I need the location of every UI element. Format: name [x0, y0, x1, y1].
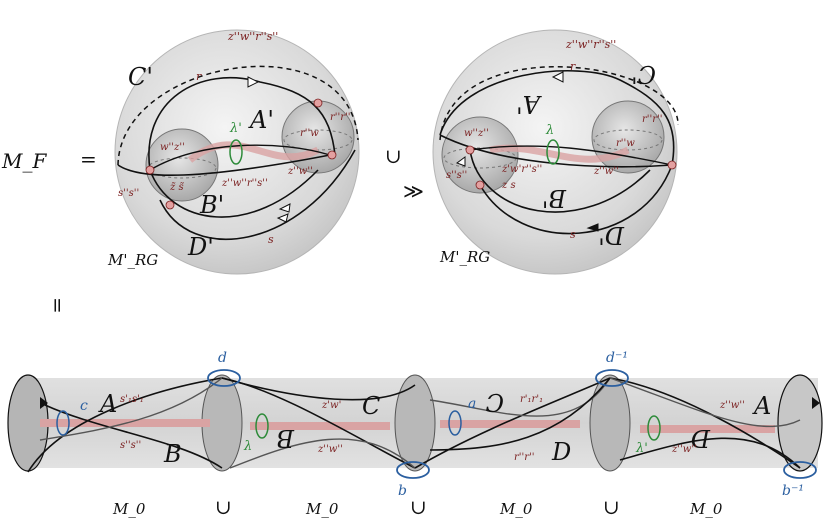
bottom-curve-b1: B: [163, 440, 182, 468]
union-bottom-2: ∪: [410, 495, 427, 519]
union-top: ∪: [385, 144, 402, 168]
left-curve-a: A': [248, 106, 274, 134]
right-lambda-label: λ: [545, 123, 554, 138]
right-rw-label: r''w: [616, 138, 635, 149]
left-mid-label: z''w''r''s'': [221, 178, 268, 189]
bottom-curve-c2: C: [486, 388, 504, 416]
right-curve-b: B': [542, 184, 567, 212]
left-zw-label: z''w'': [287, 166, 313, 177]
left-top-arc-label: z''w''r''s'': [227, 30, 278, 43]
approx-sign: ≫: [403, 179, 424, 203]
right-s-label: s: [570, 228, 576, 241]
blue-dinv-label: d⁻¹: [606, 350, 628, 366]
right-r-label: r: [570, 60, 576, 73]
bottom-rr2-label: r''r'': [514, 452, 535, 463]
right-ball: [432, 29, 679, 275]
left-ball: [114, 29, 360, 275]
left-curve-c: C': [128, 63, 153, 91]
right-ball-label: M'_RG: [439, 248, 490, 266]
bottom-curve-c1: C: [362, 392, 380, 420]
left-lambda-label: λ': [229, 121, 242, 136]
bottom-tube: [7, 369, 823, 479]
mf-label: M_F: [1, 149, 47, 173]
left-curve-b: B': [199, 191, 224, 219]
m0-label-3: M_0: [499, 500, 533, 518]
right-curve-a: A': [516, 90, 542, 118]
vertical-equals: =: [46, 297, 70, 314]
bottom-curve-a2: A: [752, 392, 771, 420]
bottom-zw2-label: z''w'': [317, 444, 343, 455]
bottom-zw3-label: z''w'': [719, 400, 745, 411]
union-bottom-1: ∪: [215, 495, 232, 519]
bottom-curve-d2: D: [691, 424, 711, 452]
left-wz-label: w''z'': [160, 142, 185, 153]
left-r-label: r: [196, 70, 202, 83]
bottom-ss1-label: s'₁s'₁: [120, 394, 144, 405]
equals-sign: =: [80, 147, 97, 171]
right-zw-label: z''w'': [593, 166, 619, 177]
blue-a-label: a: [468, 396, 476, 412]
bottom-lambda-label: λ: [243, 439, 252, 454]
bottom-zw4-label: z''w'': [671, 444, 697, 455]
bottom-curve-d1: D: [551, 438, 571, 466]
blue-b-label: b: [398, 483, 407, 499]
bottom-rr1-label: r'₁r'₁: [520, 394, 543, 405]
left-rr-label: r''r'': [330, 112, 351, 123]
m0-label-2: M_0: [305, 500, 339, 518]
right-rr-label: r''r'': [642, 114, 663, 125]
left-s-label: s: [268, 233, 274, 246]
left-zs-label: z̃ s̃: [169, 182, 184, 193]
left-curve-d: D': [187, 233, 214, 261]
union-bottom-3: ∪: [603, 495, 620, 519]
right-zs-label: z s: [501, 180, 516, 191]
bottom-zw1-label: z'w': [321, 400, 341, 411]
left-ss-label: s''s'': [118, 188, 139, 199]
m0-label-1: M_0: [112, 500, 146, 518]
bottom-curve-a1: A: [98, 390, 117, 418]
right-ss-label: s''s'': [446, 170, 467, 181]
bottom-lambda-prime-label: λ': [635, 441, 648, 456]
left-rw-label: r''w: [300, 128, 319, 139]
m0-label-4: M_0: [689, 500, 723, 518]
bottom-ss2-label: s''s'': [120, 440, 141, 451]
blue-binv-label: b⁻¹: [782, 483, 804, 499]
right-curve-d: D': [598, 221, 625, 249]
bottom-curve-b2: B: [276, 424, 295, 452]
right-mid-label: z'w'r''s'': [501, 164, 542, 175]
right-curve-c: C': [631, 60, 656, 88]
left-ball-label: M'_RG: [107, 251, 158, 269]
right-top-arc-label: z''w''r''s'': [565, 38, 616, 51]
blue-d-label: d: [218, 350, 227, 366]
right-wz-label: w''z'': [464, 128, 489, 139]
blue-c-label: c: [80, 398, 88, 414]
